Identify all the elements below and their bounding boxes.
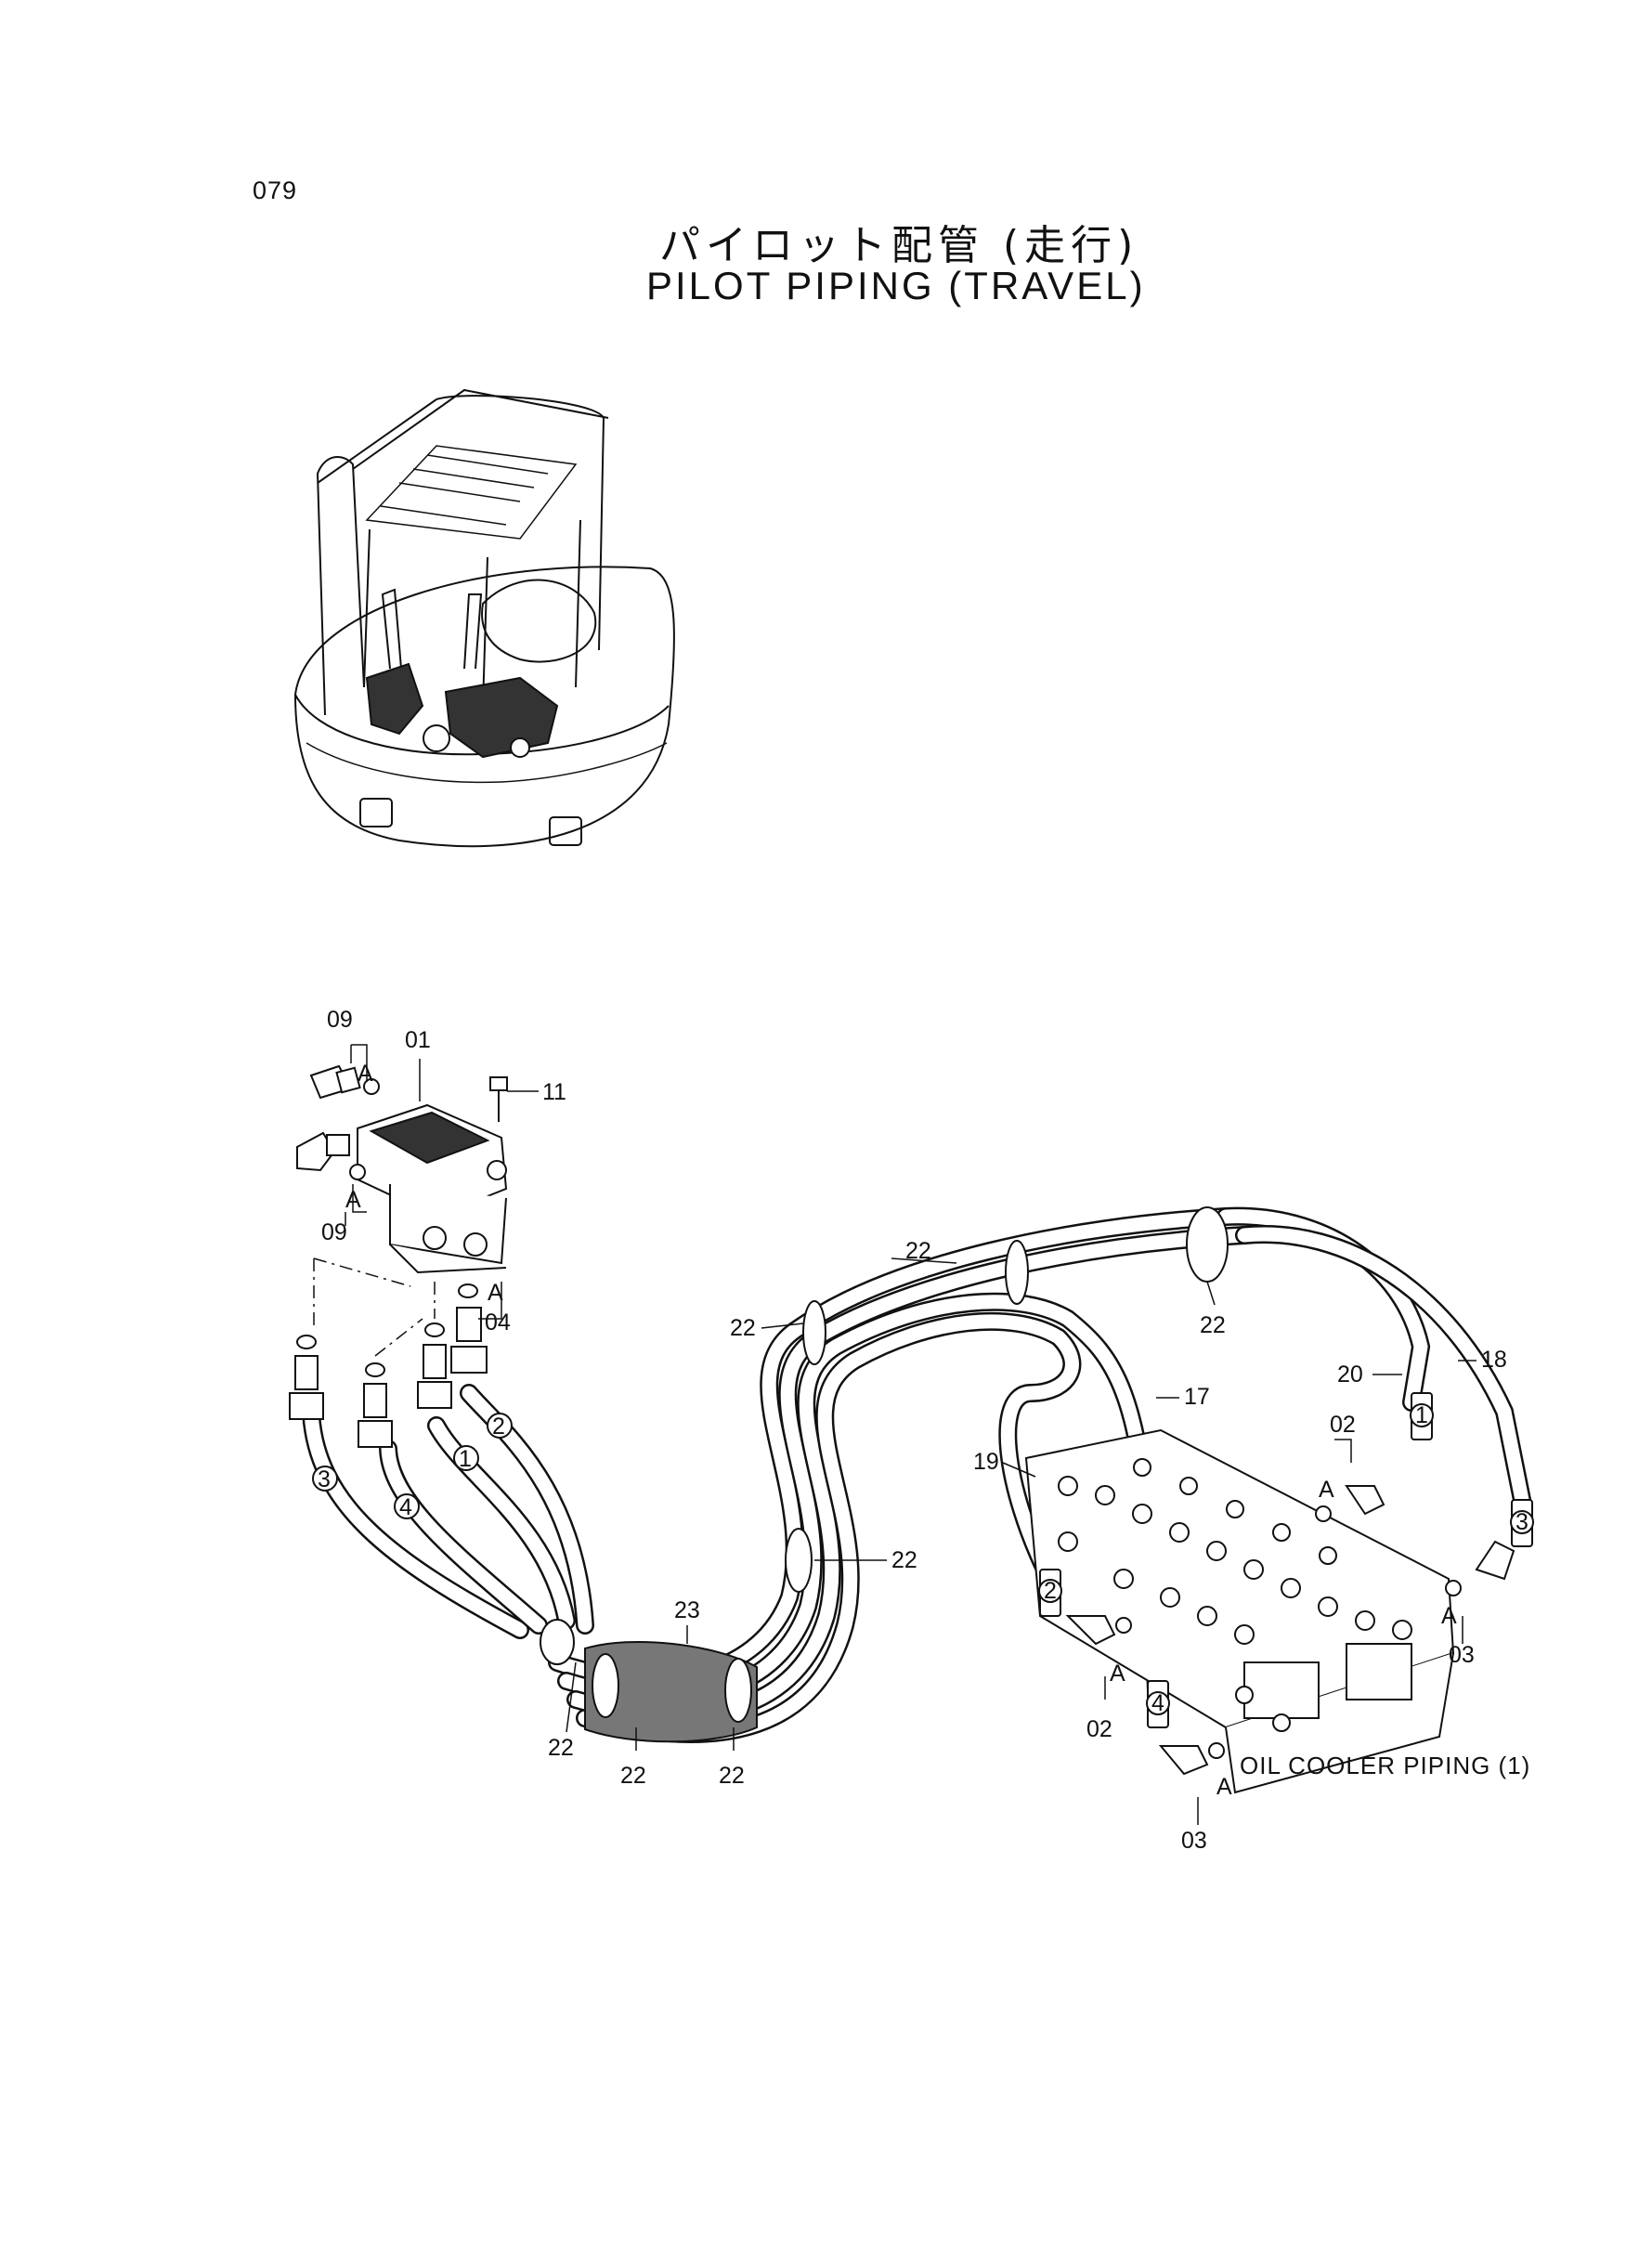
- callout-labels: 01 11 09 09 04 A A A 22 22 22 22 22 22 2…: [321, 1007, 1530, 1854]
- hose-mark-1b: 1: [1415, 1402, 1428, 1428]
- hose-mark-4b: 4: [1151, 1690, 1164, 1716]
- hose-number-marks: 1 2 3 4 1 2 3 4: [312, 1402, 1534, 1716]
- bolt-11: [489, 1076, 539, 1122]
- hose-bundle: [302, 1206, 1532, 1743]
- port-fittings: [289, 1257, 488, 1448]
- hose-clamps: [540, 1206, 1229, 1723]
- hose-mark-3a: 3: [318, 1466, 331, 1492]
- excavator-overview-illustration: [293, 388, 675, 848]
- callout-09-lower: 09: [321, 1219, 347, 1245]
- title-japanese: パイロット配管 (走行): [659, 222, 1139, 269]
- callout-02-left: 02: [1086, 1716, 1112, 1742]
- callout-04: 04: [485, 1309, 511, 1335]
- callout-17: 17: [1184, 1384, 1210, 1410]
- callout-03-right: 03: [1449, 1642, 1475, 1668]
- title-english: PILOT PIPING (TRAVEL): [646, 264, 1146, 307]
- callout-18: 18: [1481, 1347, 1507, 1373]
- callout-03-bottom: 03: [1181, 1828, 1207, 1854]
- hose-mark-1a: 1: [459, 1446, 472, 1472]
- callout-02-right: 02: [1330, 1412, 1356, 1438]
- sleeve-23: [584, 1641, 758, 1743]
- callout-20: 20: [1337, 1362, 1363, 1388]
- hose-mark-2a: 2: [492, 1414, 505, 1440]
- pilot-valve-01: [357, 1103, 508, 1274]
- callout-01: 01: [405, 1027, 431, 1053]
- ref-a-5: A: [1110, 1661, 1125, 1687]
- ref-a-6: A: [1441, 1603, 1457, 1629]
- callout-22-bottom-b: 22: [620, 1763, 646, 1789]
- ref-a-2: A: [345, 1187, 361, 1213]
- oil-cooler-note: OIL COOLER PIPING (1): [1240, 1752, 1530, 1779]
- leader-lines: [345, 1044, 1476, 1825]
- callout-11: 11: [542, 1079, 566, 1105]
- ref-a-1: A: [358, 1061, 373, 1087]
- callout-22-right: 22: [1200, 1312, 1226, 1338]
- fitting-09-upper: [309, 1064, 380, 1100]
- callout-22-mid: 22: [891, 1547, 917, 1573]
- callout-19: 19: [973, 1449, 999, 1475]
- hose-mark-2b: 2: [1044, 1578, 1057, 1604]
- callout-22-bottom-c: 22: [719, 1763, 745, 1789]
- elbow-fittings: [1065, 1485, 1515, 1776]
- ref-a-3: A: [488, 1280, 503, 1306]
- ref-a-4: A: [1319, 1477, 1334, 1503]
- callout-22-left: 22: [730, 1315, 756, 1341]
- callout-22-top: 22: [905, 1238, 931, 1264]
- callout-09-upper: 09: [327, 1007, 353, 1033]
- callout-23: 23: [674, 1597, 700, 1623]
- ref-a-7: A: [1216, 1774, 1232, 1800]
- page-number: 079: [253, 176, 298, 204]
- hose-mark-3b: 3: [1515, 1509, 1528, 1535]
- hose-mark-4a: 4: [399, 1494, 412, 1520]
- control-valve-block: [1024, 1428, 1455, 1794]
- fitting-09-lower: [296, 1131, 366, 1180]
- callout-22-bottom-a: 22: [548, 1735, 574, 1761]
